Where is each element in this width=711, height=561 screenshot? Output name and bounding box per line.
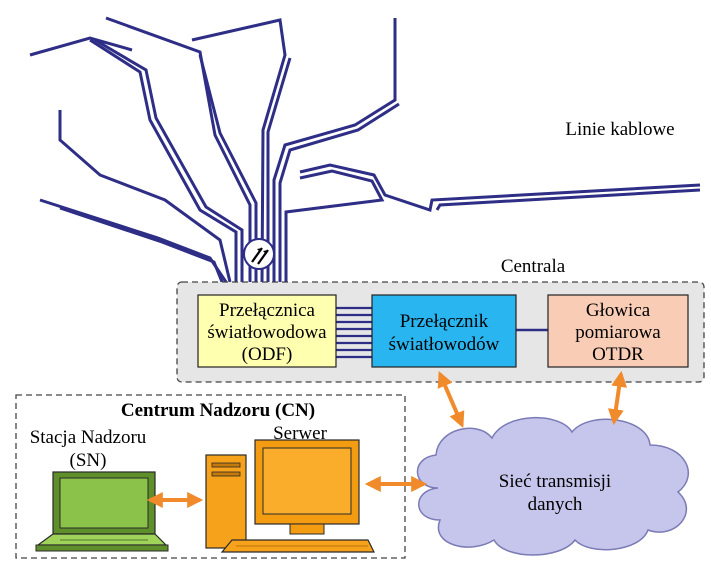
odf-label-line3: (ODF) [242, 344, 293, 365]
cable-branch [284, 169, 385, 282]
optical-switch-box [371, 294, 517, 368]
cable-branch [59, 206, 224, 283]
otdr-label-line2: pomiarowa [575, 322, 661, 343]
odf-label-line2: światłowodowa [207, 322, 327, 343]
laptop-icon [35, 471, 169, 552]
link-switch-network [437, 371, 465, 428]
cable-branch [435, 188, 701, 211]
cable-branch [89, 38, 238, 282]
server-label: Serwer [273, 423, 327, 444]
otdr-label-line1: Głowica [586, 300, 651, 321]
cable-branch [94, 38, 244, 282]
cloud-icon [416, 416, 690, 556]
cable-branch [39, 198, 228, 283]
cable-branch [299, 163, 701, 212]
cable-branch [272, 18, 397, 282]
odf-label-line1: Przełącznica [219, 300, 316, 321]
cable-branch [278, 102, 400, 282]
station-label-line1: Stacja Nadzoru [30, 427, 147, 448]
otdr-label-line3: OTDR [592, 344, 644, 365]
cable-branch [191, 18, 287, 283]
odf-box [197, 294, 337, 368]
link-otdr-network [607, 370, 628, 426]
station-label-line2: (SN) [70, 450, 107, 471]
cable-branch [105, 16, 252, 282]
network-label-line2: danych [528, 494, 583, 515]
desktop-computer-icon [205, 439, 375, 553]
data-links [146, 370, 628, 508]
patch-cords [336, 306, 372, 359]
switch-label-line2: światłowodów [389, 334, 500, 355]
cable-branch [29, 36, 133, 57]
cable-branch [266, 57, 292, 282]
cable-lines-label: Linie kablowe [565, 119, 674, 140]
network-label-line1: Sieć transmisji [499, 471, 611, 492]
optical-connector-icon [243, 238, 275, 270]
otdr-head-box [547, 294, 689, 368]
exchange-label: Centrala [501, 256, 566, 277]
switch-label-line1: Przełącznik [400, 311, 489, 332]
monitoring-center-label: Centrum Nadzoru (CN) [121, 400, 315, 421]
cable-lines [29, 16, 701, 283]
cable-branch [58, 110, 232, 283]
